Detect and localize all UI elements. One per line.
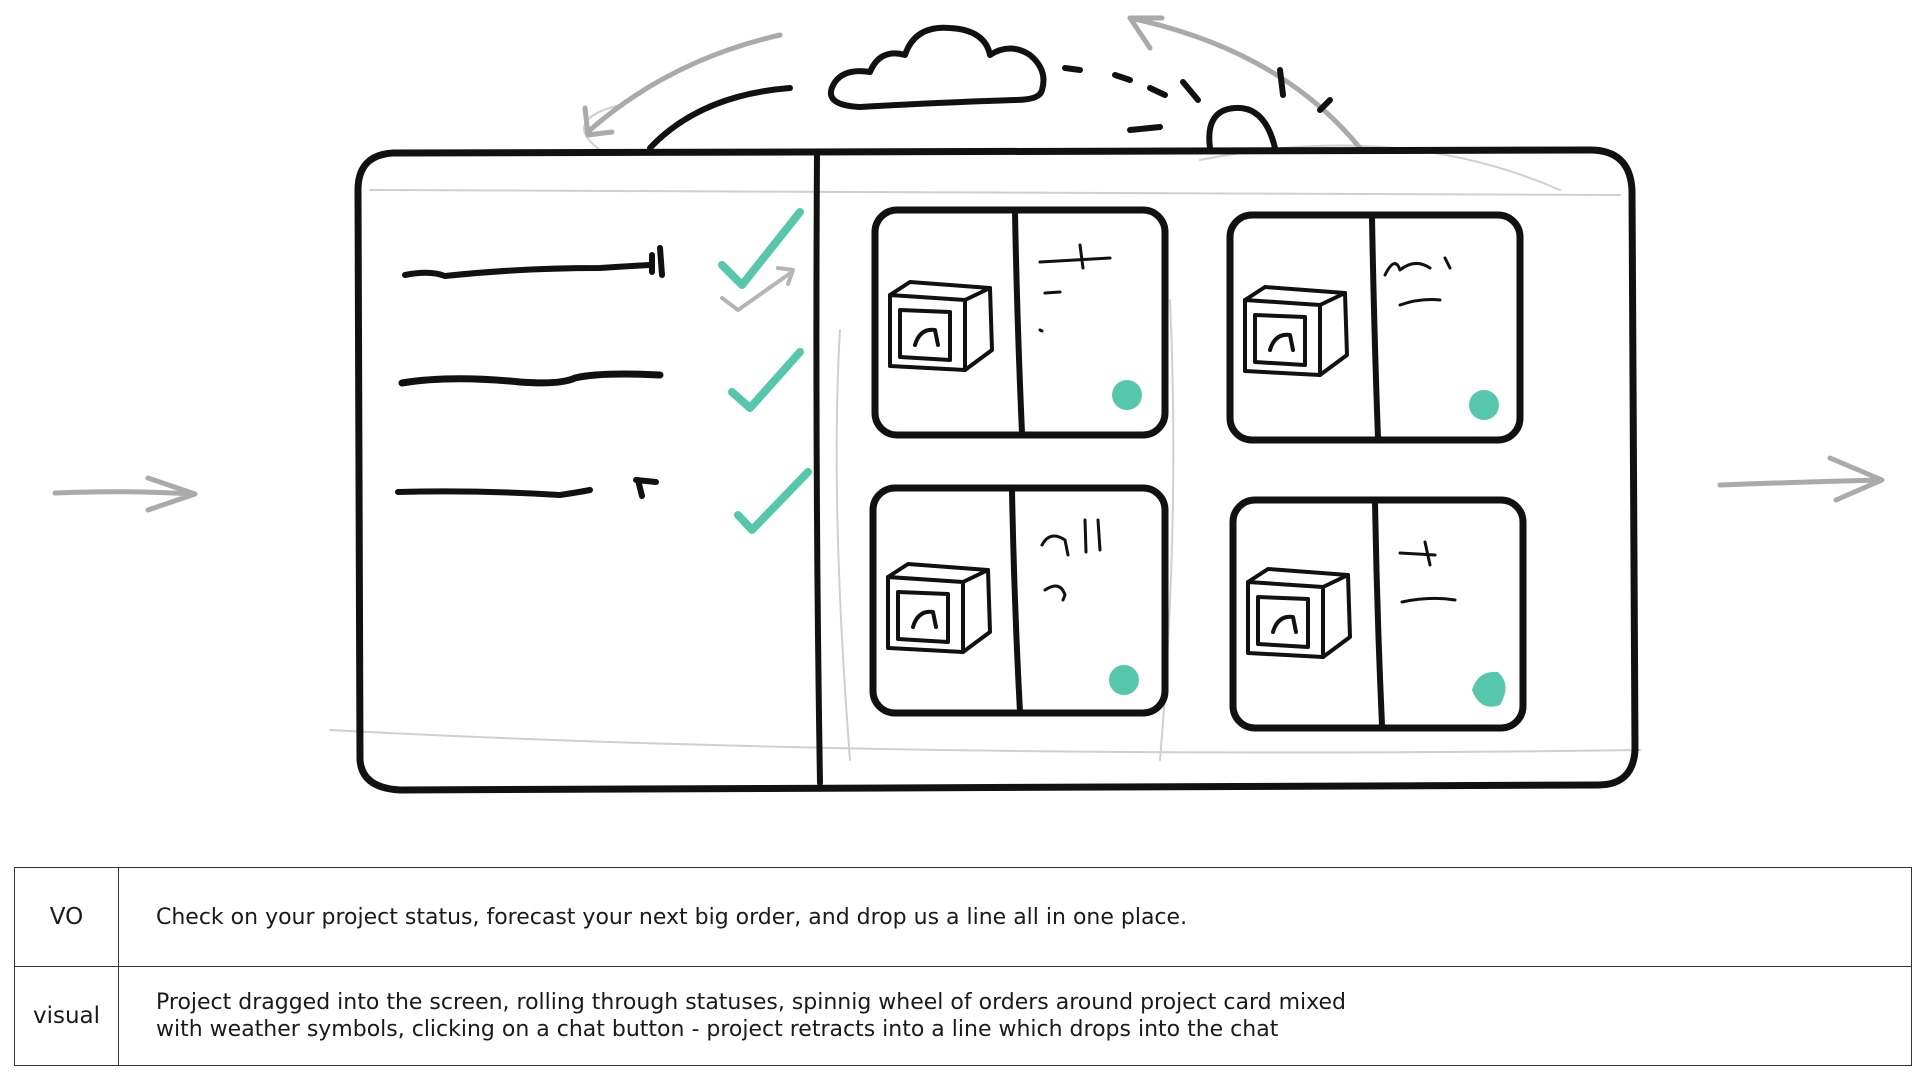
vo-text: Check on your project status, forecast y… [156, 904, 1188, 930]
status-dot [1112, 380, 1142, 410]
project-card[interactable] [871, 206, 1169, 439]
status-dot [1109, 665, 1139, 695]
storyboard-sketch [52, 15, 1885, 794]
checklist-item [402, 245, 665, 279]
checklist-item [395, 477, 659, 499]
sun-icon [1062, 65, 1333, 151]
checklist-item [398, 370, 664, 387]
check-pencil-icon [720, 266, 795, 312]
vo-label: VO [15, 868, 119, 966]
card-scribble [1383, 256, 1452, 307]
enter-arrow-icon [52, 475, 198, 513]
status-dot [1472, 671, 1506, 707]
status-checklist [395, 208, 812, 534]
card-scribble [1038, 243, 1112, 333]
project-card[interactable] [1226, 211, 1524, 444]
device-frame [354, 146, 1639, 794]
box-icon [1243, 285, 1349, 377]
check-icon [718, 208, 804, 289]
visual-label: visual [15, 967, 119, 1065]
card-scribble [1040, 518, 1102, 602]
card-scribble [1398, 540, 1457, 604]
status-dot [1469, 390, 1499, 420]
project-card[interactable] [1229, 496, 1527, 732]
check-icon [734, 468, 812, 534]
panel-divider [813, 149, 823, 786]
exit-arrow-icon [1717, 455, 1885, 503]
box-icon [1246, 567, 1352, 659]
spin-arrow-left-icon [582, 32, 783, 138]
box-icon [886, 562, 992, 654]
spin-arrow-right-icon [1127, 15, 1363, 151]
visual-text-line: with weather symbols, clicking on a chat… [156, 1017, 1279, 1042]
storyboard-notes-table: VO Check on your project status, forecas… [14, 867, 1912, 1066]
check-icon [728, 348, 804, 412]
cloud-icon [827, 24, 1047, 110]
project-card[interactable] [869, 484, 1169, 717]
box-icon [888, 280, 994, 372]
visual-text: Project dragged into the screen, rolling… [119, 967, 1911, 1065]
visual-text-line: Project dragged into the screen, rolling… [156, 990, 1347, 1015]
orbit-arc [647, 85, 793, 151]
visual-row: visual Project dragged into the screen, … [15, 967, 1911, 1065]
vo-row: VO Check on your project status, forecas… [15, 868, 1911, 967]
